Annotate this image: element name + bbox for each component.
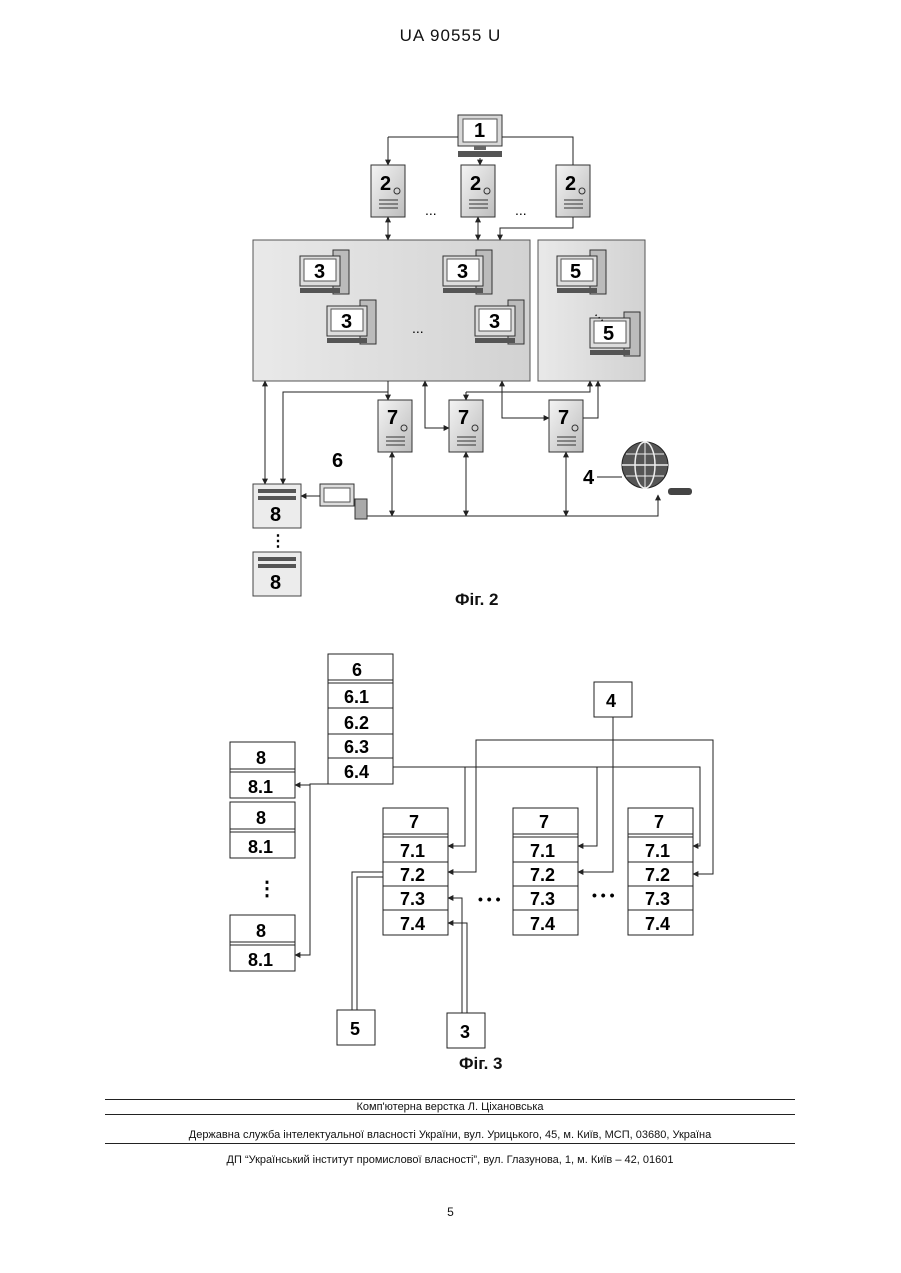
cell-6: 6 xyxy=(352,660,362,680)
label-server: 2 xyxy=(470,173,481,195)
footer-office-address: Державна служба інтелектуальної власност… xyxy=(105,1129,795,1141)
cell-6-1: 6.1 xyxy=(344,687,369,707)
label-server: 2 xyxy=(380,173,391,195)
box-3-label: 3 xyxy=(460,1022,470,1042)
svg-text:7.1: 7.1 xyxy=(400,841,425,861)
label-storage: 8 xyxy=(270,504,281,526)
label-workstation: 3 xyxy=(457,261,468,283)
svg-text:7.3: 7.3 xyxy=(530,889,555,909)
cell-6-2: 6.2 xyxy=(344,713,369,733)
label-terminal: 6 xyxy=(332,450,343,472)
terminal-device-icon xyxy=(320,484,367,519)
svg-text:7.2: 7.2 xyxy=(530,865,555,885)
footer-rule xyxy=(105,1114,795,1115)
label-node: 7 xyxy=(458,407,469,429)
ellipsis: • • • xyxy=(592,887,615,903)
label-client: 5 xyxy=(570,261,581,283)
footer-rule xyxy=(105,1143,795,1144)
svg-text:7.4: 7.4 xyxy=(530,914,555,934)
vertical-dots: ⋮ xyxy=(257,878,277,900)
ellipsis: ... xyxy=(412,320,424,336)
vertical-dots: ⋮ xyxy=(270,533,286,550)
label-server: 2 xyxy=(565,173,576,195)
footer-rule xyxy=(105,1099,795,1100)
svg-text:7.2: 7.2 xyxy=(400,865,425,885)
cell-8: 8 xyxy=(256,921,266,941)
figure-3-caption: Фіг. 3 xyxy=(459,1054,503,1074)
svg-text:7.1: 7.1 xyxy=(530,841,555,861)
label-workstation: 3 xyxy=(314,261,325,283)
svg-text:7.3: 7.3 xyxy=(645,889,670,909)
figure-3-diagram: 6 6.1 6.2 6.3 6.4 8 8.1 8 8.1 8 8.1 ⋮ 7 … xyxy=(0,640,901,1060)
box-5-label: 5 xyxy=(350,1019,360,1039)
svg-text:7.2: 7.2 xyxy=(645,865,670,885)
svg-text:7: 7 xyxy=(539,812,549,832)
label-client: 5 xyxy=(603,323,614,345)
box-4-label: 4 xyxy=(606,691,616,711)
figure-2-caption: Фіг. 2 xyxy=(455,590,499,610)
label-node: 7 xyxy=(387,407,398,429)
svg-text:7.4: 7.4 xyxy=(400,914,425,934)
cell-8-1: 8.1 xyxy=(248,950,273,970)
cell-8: 8 xyxy=(256,808,266,828)
globe-icon xyxy=(622,442,692,495)
label-node: 7 xyxy=(558,407,569,429)
svg-text:7: 7 xyxy=(654,812,664,832)
label-admin: 1 xyxy=(474,120,485,142)
cell-8: 8 xyxy=(256,748,266,768)
cell-6-4: 6.4 xyxy=(344,762,369,782)
label-internet: 4 xyxy=(583,467,595,489)
svg-text:7.1: 7.1 xyxy=(645,841,670,861)
cell-6-3: 6.3 xyxy=(344,737,369,757)
footer-typesetter: Комп'ютерна верстка Л. Ціхановська xyxy=(105,1101,795,1113)
page-number: 5 xyxy=(0,1205,901,1219)
svg-text:7: 7 xyxy=(409,812,419,832)
svg-text:7.3: 7.3 xyxy=(400,889,425,909)
cell-8-1: 8.1 xyxy=(248,777,273,797)
label-workstation: 3 xyxy=(341,311,352,333)
figure-2-diagram: 1 2 2 2 ... ... 3 3 3 3 ... 5 5 ... 7 7 … xyxy=(0,0,901,620)
ellipsis: ... xyxy=(515,202,527,218)
svg-text:7.4: 7.4 xyxy=(645,914,670,934)
label-workstation: 3 xyxy=(489,311,500,333)
label-storage: 8 xyxy=(270,572,281,594)
footer-institute-address: ДП “Український інститут промислової вла… xyxy=(105,1154,795,1166)
ellipsis: • • • xyxy=(478,891,501,907)
ellipsis: ... xyxy=(425,202,437,218)
cell-8-1: 8.1 xyxy=(248,837,273,857)
